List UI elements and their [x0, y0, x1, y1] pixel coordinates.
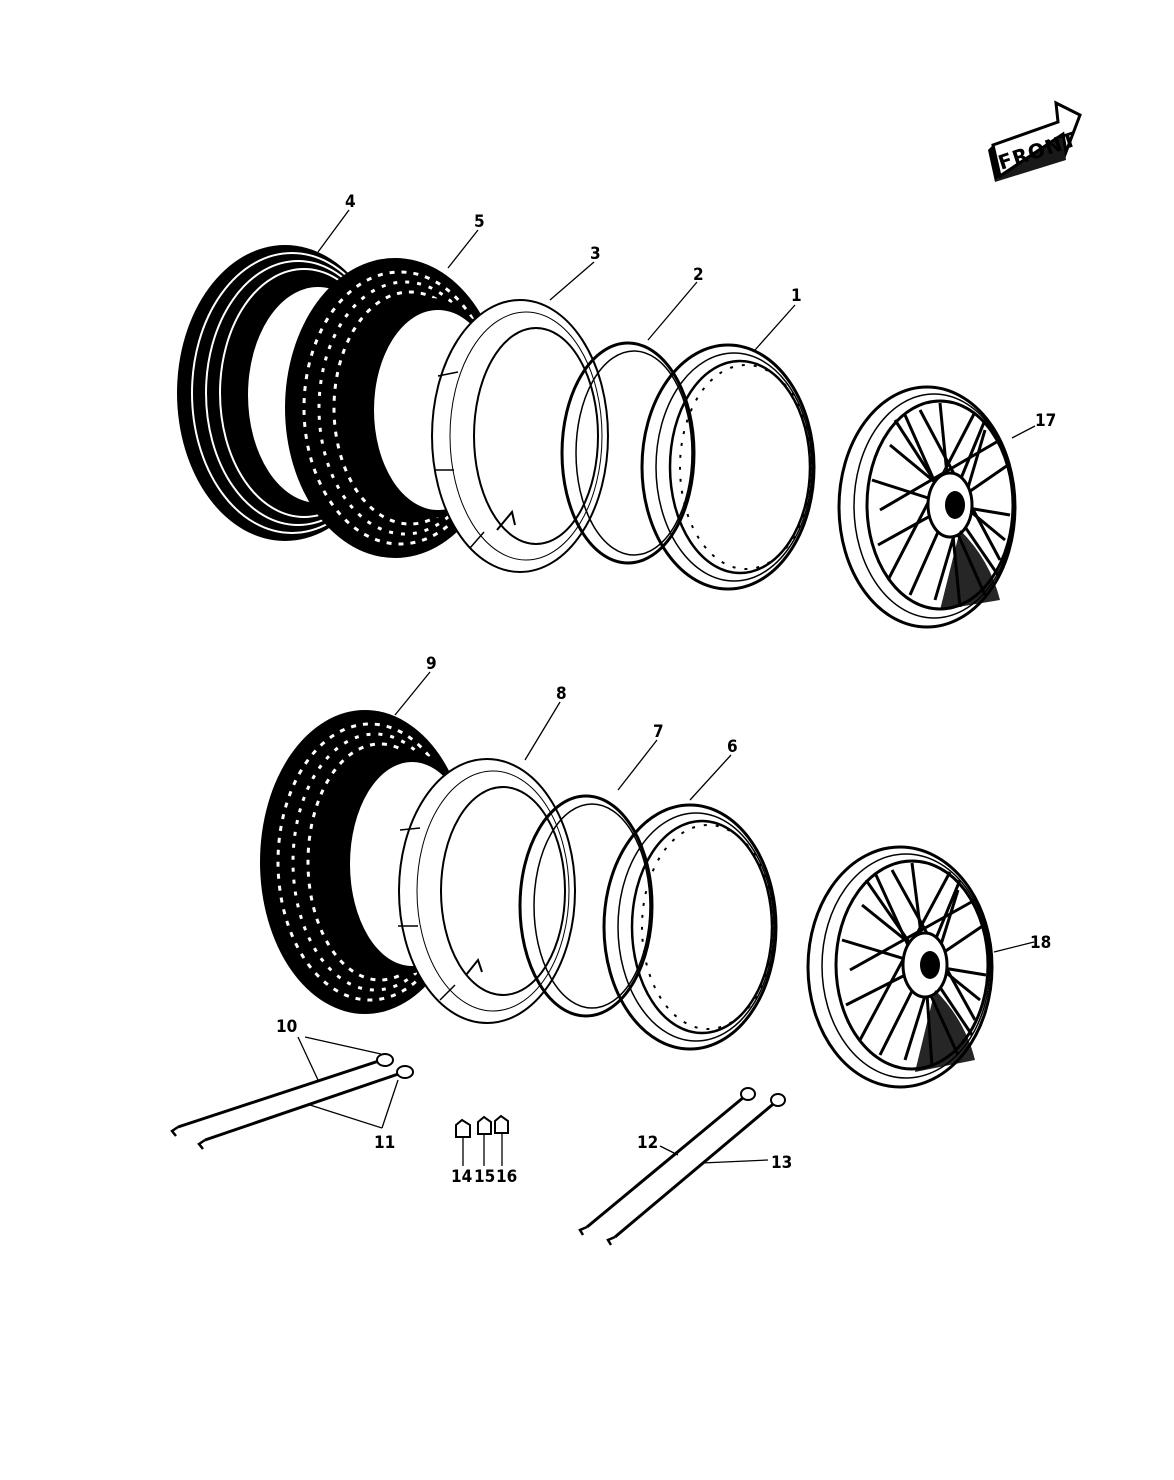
callout-labels: 1 2 3 4 5 6 7 8 9 10 11 12 13 14 15 16 1…	[276, 192, 1056, 1187]
callout-15: 15	[474, 1167, 495, 1187]
callout-2: 2	[693, 265, 704, 285]
rear-rim	[602, 803, 778, 1051]
callout-16: 16	[496, 1167, 517, 1187]
callout-6: 6	[727, 737, 738, 757]
front-spoked-wheel	[837, 385, 1017, 629]
front-direction-arrow: FRONT	[988, 100, 1082, 182]
callout-12: 12	[637, 1133, 658, 1153]
callout-18: 18	[1030, 933, 1051, 953]
rear-rim-band	[518, 794, 654, 1018]
callout-5: 5	[474, 212, 485, 232]
spoke-nipples-14-16	[455, 1114, 509, 1138]
callout-9: 9	[426, 654, 437, 674]
front-rim-band	[560, 341, 696, 565]
spokes-10-11	[170, 1053, 414, 1150]
rear-tube	[398, 758, 576, 1024]
rear-spoked-wheel	[806, 845, 994, 1089]
callout-8: 8	[556, 684, 567, 704]
leader-lines	[297, 209, 1036, 1166]
callout-4: 4	[345, 192, 356, 212]
callout-13: 13	[771, 1153, 792, 1173]
callout-17: 17	[1035, 411, 1056, 431]
callout-7: 7	[653, 722, 664, 742]
spokes-12-13	[578, 1087, 786, 1246]
callout-14: 14	[451, 1167, 472, 1187]
callout-3: 3	[590, 244, 601, 264]
front-rim	[640, 343, 816, 591]
callout-10: 10	[276, 1017, 297, 1037]
callout-11: 11	[374, 1133, 395, 1153]
callout-1: 1	[791, 286, 802, 306]
